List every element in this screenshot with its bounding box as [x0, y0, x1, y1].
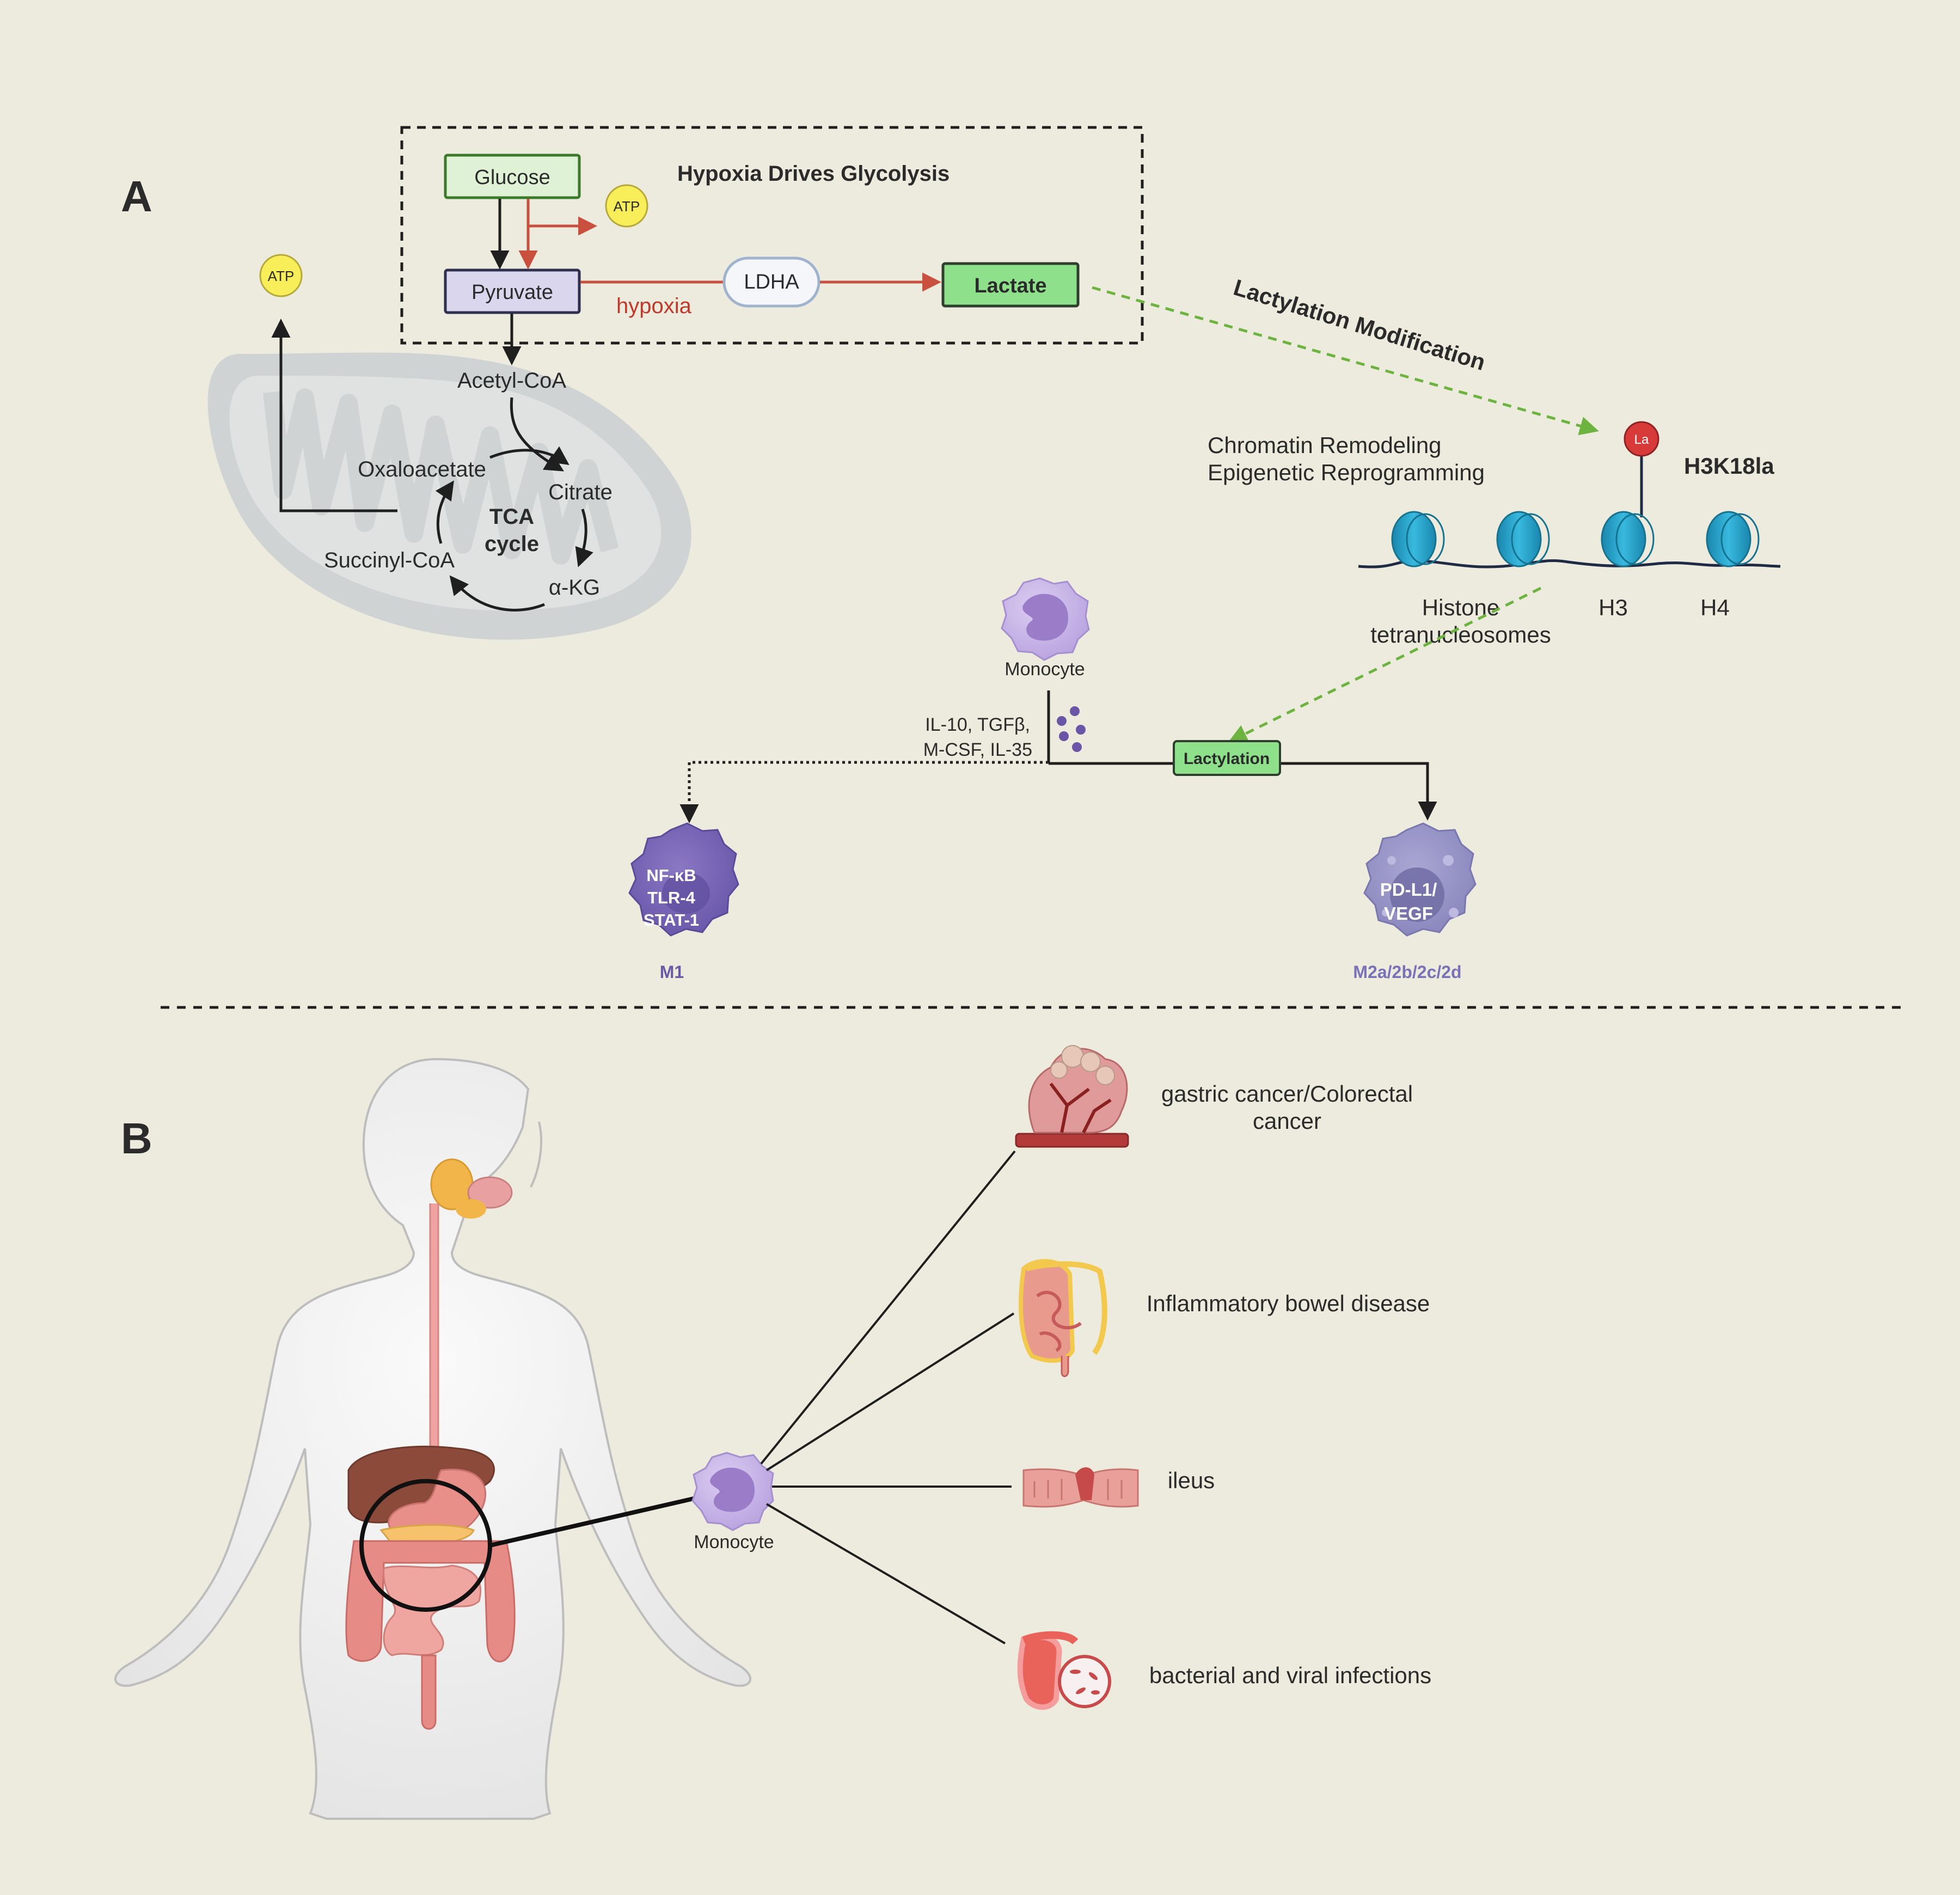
- m1-dotted-arrow: [679, 761, 1049, 823]
- chromatin-remodeling-label: Chromatin Remodeling: [1208, 432, 1442, 458]
- m1-label: M1: [660, 962, 684, 982]
- nucleosome-icon-3: [1601, 511, 1655, 567]
- disease-ibd-label: Inflammatory bowel disease: [1147, 1291, 1430, 1316]
- nucleosome-icon-4: [1706, 511, 1760, 567]
- glucose-node: Glucose: [444, 154, 581, 199]
- histone-label-2: tetranucleosomes: [1370, 622, 1551, 647]
- nucleosome-icon-1: [1391, 511, 1445, 567]
- panel-a-letter: A: [121, 172, 152, 221]
- glycolysis-box: [400, 126, 1144, 345]
- m2-label: M2a/2b/2c/2d: [1353, 962, 1461, 982]
- histone-label-1: Histone: [1422, 595, 1499, 620]
- link-ibd: [765, 1312, 1015, 1471]
- ileus-intestine-icon: [1022, 1467, 1139, 1508]
- tca-label-2: cycle: [485, 532, 539, 556]
- human-body-icon: [114, 1057, 752, 1820]
- m1-marker-3: STAT-1: [644, 910, 699, 930]
- ldha-node: LDHA: [722, 256, 820, 308]
- zoom-connector-line: [489, 1496, 694, 1548]
- m2-marker-2: VEGF: [1384, 903, 1433, 924]
- pyruvate-label: Pyruvate: [471, 281, 553, 304]
- glucose-atp-red-arrow: [526, 199, 597, 236]
- m1-marker-1: NF-κB: [646, 866, 696, 885]
- tca-arrow-right: [575, 509, 593, 567]
- acetylcoa-label: Acetyl-CoA: [457, 369, 566, 393]
- inflamed-intestine-icon: [1019, 1259, 1107, 1377]
- ldha-label: LDHA: [744, 271, 799, 294]
- atp-left-label: ATP: [268, 268, 295, 284]
- monocyte-icon-bottom: [691, 1452, 774, 1531]
- lactate-node: Lactate: [941, 262, 1080, 308]
- citrate-label: Citrate: [548, 480, 612, 504]
- infected-intestine-icon: [1017, 1631, 1111, 1710]
- lactylation-node: Lactylation: [1173, 740, 1281, 776]
- glycolysis-title: Hypoxia Drives Glycolysis: [677, 162, 950, 186]
- disease-infection-label: bacterial and viral infections: [1149, 1662, 1431, 1688]
- hypoxia-label: hypoxia: [616, 294, 692, 318]
- h4-label: H4: [1700, 595, 1730, 620]
- glucose-label: Glucose: [474, 166, 550, 189]
- monocyte-icon-top: [1001, 577, 1090, 661]
- pyruvate-node: Pyruvate: [444, 268, 581, 314]
- epigenetic-reprogramming-label: Epigenetic Reprogramming: [1208, 460, 1485, 485]
- akg-label: α-KG: [549, 576, 600, 600]
- la-badge-label: La: [1634, 432, 1649, 447]
- h3-label: H3: [1598, 595, 1628, 620]
- lactylation-modification-label: Lactylation Modification: [1230, 274, 1488, 375]
- nucleosome-icon-2: [1496, 511, 1550, 567]
- disease-ileus-label: ileus: [1168, 1468, 1215, 1493]
- tca-arrow-top: [489, 446, 569, 466]
- tumor-icon: [1015, 1045, 1129, 1148]
- panel-b-letter: B: [121, 1114, 152, 1163]
- m2-macrophage-icon: [1363, 822, 1477, 937]
- cytokine-dots: [1057, 706, 1086, 752]
- m2-marker-1: PD-L1/: [1380, 879, 1437, 900]
- cytokines-label-1: IL-10, TGFβ,: [925, 714, 1030, 735]
- oxaloacetate-label: Oxaloacetate: [358, 457, 486, 481]
- m1-macrophage-icon: [628, 822, 739, 937]
- cytokines-label-2: M-CSF, IL-35: [923, 739, 1032, 760]
- lactylation-label: Lactylation: [1184, 750, 1270, 768]
- m1-marker-2: TLR-4: [647, 888, 696, 907]
- monocyte-bottom-label: Monocyte: [694, 1532, 774, 1552]
- link-infections: [765, 1503, 1006, 1645]
- la-badge: La: [1624, 421, 1659, 457]
- succinylcoa-label: Succinyl-CoA: [324, 548, 455, 572]
- lactylation-modification-arrow: [1092, 286, 1599, 436]
- disease-gastric-label-1: gastric cancer/Colorectal: [1161, 1081, 1413, 1107]
- disease-gastric-label-2: cancer: [1253, 1108, 1321, 1134]
- link-gastric-cancer: [760, 1150, 1016, 1465]
- monocyte-top-label: Monocyte: [1004, 659, 1085, 680]
- tca-arrow-bottom: [449, 575, 545, 612]
- h3k18la-label: H3K18la: [1684, 453, 1774, 479]
- atp-left-badge: ATP: [259, 254, 303, 297]
- lactate-label: Lactate: [974, 274, 1046, 297]
- tca-label-1: TCA: [489, 505, 534, 529]
- tca-arrow-left: [435, 480, 454, 544]
- histone-lactylation-arrow: [1228, 586, 1542, 743]
- atp-top-badge: ATP: [605, 184, 648, 228]
- atp-top-label: ATP: [614, 198, 640, 215]
- tca-atp-arrow: [271, 319, 397, 512]
